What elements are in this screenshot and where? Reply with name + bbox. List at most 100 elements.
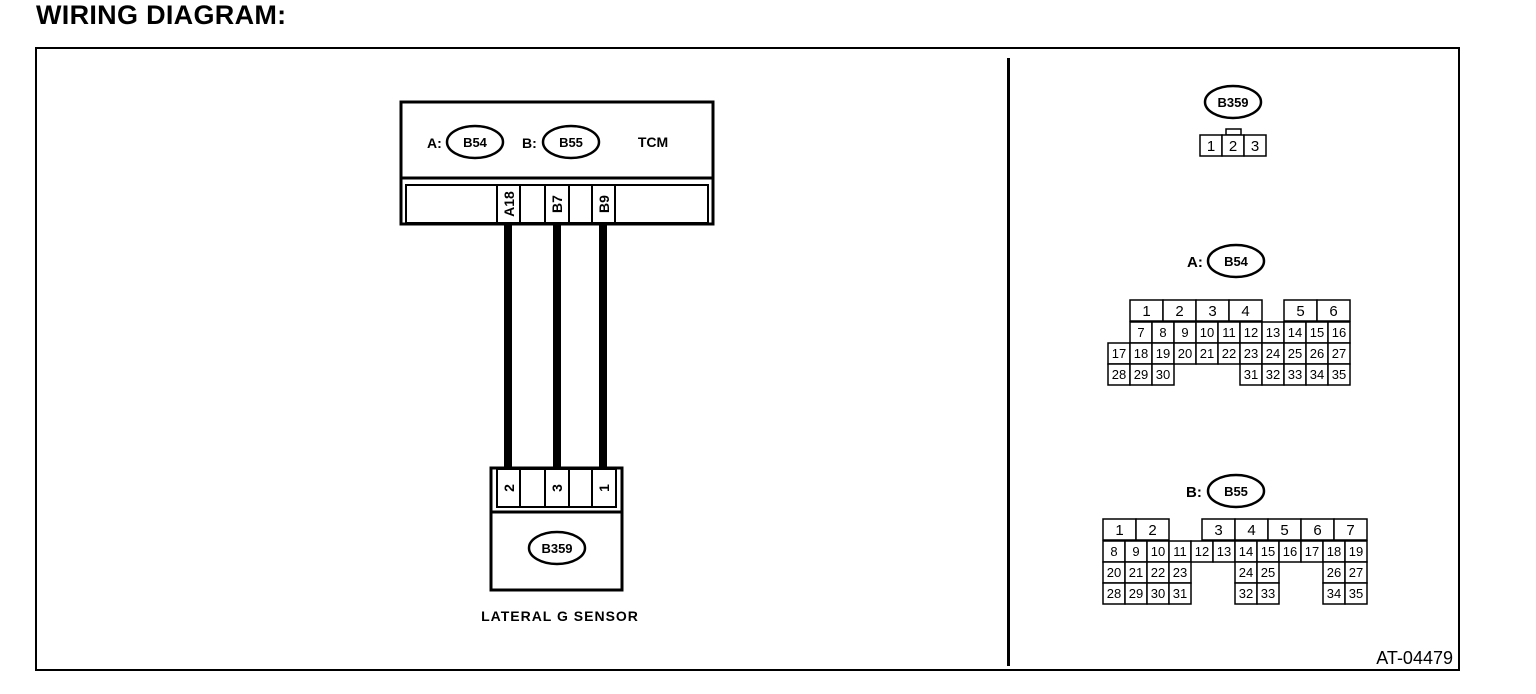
b55-pin-4: 4 <box>1247 522 1255 539</box>
b54-pin-35-cell <box>1327 363 1351 386</box>
b54-pin-14: 14 <box>1288 325 1302 340</box>
b54-pin-12: 12 <box>1244 325 1258 340</box>
b54-pin-4-cell <box>1228 299 1263 322</box>
b54-pin-15: 15 <box>1310 325 1324 340</box>
b54-pin-6-cell <box>1316 299 1351 322</box>
b54-pin-7: 7 <box>1137 325 1144 340</box>
b55-pin-13: 13 <box>1217 544 1231 559</box>
b54-pin-28: 28 <box>1112 367 1126 382</box>
b55-pin-32: 32 <box>1239 586 1253 601</box>
b55-pin-26: 26 <box>1327 565 1341 580</box>
diagram-frame <box>35 47 1460 671</box>
tcm-connector-b-oval <box>541 124 601 160</box>
b55-pin-25: 25 <box>1261 565 1275 580</box>
lateral-g-sensor: 2 3 1 B359 LATERAL G SENSOR <box>481 466 639 624</box>
b54-pin-20: 20 <box>1178 346 1192 361</box>
b54-pin-22: 22 <box>1222 346 1236 361</box>
b54-pin-33: 33 <box>1288 367 1302 382</box>
b359-pin-3: 3 <box>1251 138 1259 155</box>
tcm-connector-b-code: B55 <box>559 135 583 150</box>
b55-pin-17: 17 <box>1305 544 1319 559</box>
b55-pin-27: 27 <box>1349 565 1363 580</box>
sensor-pin-1: 1 <box>596 484 612 492</box>
sensor-pin-3: 3 <box>549 484 565 492</box>
tcm-pin-a18: A18 <box>501 191 517 217</box>
b54-pin-30: 30 <box>1156 367 1170 382</box>
b54-pin-11: 11 <box>1222 325 1236 340</box>
b54-pin-9: 9 <box>1181 325 1188 340</box>
b54-pin-35: 35 <box>1332 367 1346 382</box>
b55-pin-15: 15 <box>1261 544 1275 559</box>
b55-pin-33: 33 <box>1261 586 1275 601</box>
page-title: WIRING DIAGRAM: <box>36 0 287 30</box>
b54-pin-30-cell <box>1151 363 1175 386</box>
b54-pin-6: 6 <box>1329 303 1337 320</box>
b54-pin-19: 19 <box>1156 346 1170 361</box>
b55-pin-30: 30 <box>1151 586 1165 601</box>
b55-pin-12: 12 <box>1195 544 1209 559</box>
b359-pin-2: 2 <box>1229 138 1237 155</box>
b55-prefix: B: <box>1186 484 1202 501</box>
panel-divider <box>1007 58 1010 666</box>
b54-pin-26: 26 <box>1310 346 1324 361</box>
b54-pin-16: 16 <box>1332 325 1346 340</box>
tcm-pin-b7: B7 <box>549 195 565 213</box>
b54-pin-2: 2 <box>1175 303 1183 320</box>
b55-pin-29: 29 <box>1129 586 1143 601</box>
b55-pin-21: 21 <box>1129 565 1143 580</box>
b54-pin-1: 1 <box>1142 303 1150 320</box>
b55-pin-19: 19 <box>1349 544 1363 559</box>
b54-pin-27: 27 <box>1332 346 1346 361</box>
b54-prefix: A: <box>1187 254 1203 271</box>
sensor-label: LATERAL G SENSOR <box>481 608 639 624</box>
b55-pin-11: 11 <box>1173 544 1187 559</box>
tcm-pin-b9: B9 <box>596 195 612 213</box>
tcm-connector-a-prefix: A: <box>427 135 442 151</box>
b55-pin-2-cell <box>1135 518 1170 541</box>
b55-code: B55 <box>1224 484 1248 499</box>
tcm-label: TCM <box>638 134 668 150</box>
b55-pin-3: 3 <box>1214 522 1222 539</box>
b55-pin-8: 8 <box>1110 544 1117 559</box>
b55-pin-33-cell <box>1256 582 1280 605</box>
b54-pin-25: 25 <box>1288 346 1302 361</box>
b54-code: B54 <box>1224 254 1249 269</box>
b54-pin-3: 3 <box>1208 303 1216 320</box>
b54-pin-21: 21 <box>1200 346 1214 361</box>
tcm-connector-a-oval <box>445 124 505 160</box>
b55-pin-31-cell <box>1168 582 1192 605</box>
b54-pin-10: 10 <box>1200 325 1214 340</box>
b55-pin-24: 24 <box>1239 565 1253 580</box>
b55-pin-23: 23 <box>1173 565 1187 580</box>
b55-pin-10: 10 <box>1151 544 1165 559</box>
b55-pin-7-cell <box>1333 518 1368 541</box>
b55-pin-35-cell <box>1344 582 1368 605</box>
b55-pin-1: 1 <box>1115 522 1123 539</box>
b55-pin-7: 7 <box>1346 522 1354 539</box>
b54-pin-18: 18 <box>1134 346 1148 361</box>
sensor-pin-2: 2 <box>501 484 517 492</box>
b54-pin-29: 29 <box>1134 367 1148 382</box>
b54-pin-34: 34 <box>1310 367 1324 382</box>
b54-pin-32: 32 <box>1266 367 1280 382</box>
b54-pin-24: 24 <box>1266 346 1280 361</box>
b54-pin-23: 23 <box>1244 346 1258 361</box>
b55-pin-28: 28 <box>1107 586 1121 601</box>
b359-pin-3-cell <box>1243 134 1267 157</box>
b54-pin-8: 8 <box>1159 325 1166 340</box>
tcm-connector-b-prefix: B: <box>522 135 537 151</box>
b55-pin-2: 2 <box>1148 522 1156 539</box>
tcm-unit: A: B54 B: B55 TCM A18 B7 B9 <box>399 100 715 226</box>
b54-pin-13: 13 <box>1266 325 1280 340</box>
b55-pin-14: 14 <box>1239 544 1253 559</box>
b54-pin-17: 17 <box>1112 346 1126 361</box>
b54-pin-5: 5 <box>1296 303 1304 320</box>
figure-id: AT-04479 <box>1376 648 1453 668</box>
b55-pin-34: 34 <box>1327 586 1341 601</box>
wire-harness <box>504 224 607 469</box>
sensor-connector-code: B359 <box>541 541 572 556</box>
b359-pin-1: 1 <box>1207 138 1215 155</box>
